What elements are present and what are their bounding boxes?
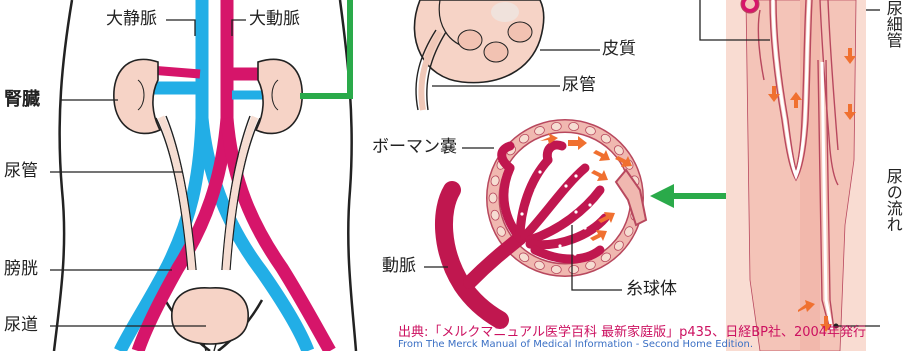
right-kidney (256, 59, 302, 133)
urethra-label: 尿道 (4, 317, 38, 334)
source-citation: 出典:「メルクマニュアル医学百科 最新家庭版」p435、日経BP社、2004年発… (398, 321, 866, 340)
capillary-dot (534, 188, 537, 191)
aorta-label: 大動脈 (249, 11, 300, 28)
capillary-dot (573, 252, 576, 255)
capillary-dot (518, 158, 521, 161)
capillary-dot (510, 198, 513, 201)
capillary-dot (528, 218, 531, 221)
capillary-dot (554, 166, 557, 169)
capillary-dot (588, 203, 591, 206)
capillary-dot (574, 210, 577, 213)
nephron-block (700, 0, 880, 351)
capillary-dot (520, 212, 523, 215)
left-kidney (114, 59, 160, 133)
capillary-dot (558, 208, 561, 211)
urine-flow-label: 尿の流れ (884, 168, 901, 232)
bladder (172, 288, 248, 351)
glomerulus-diagram (424, 122, 646, 320)
capillary-dot (558, 244, 561, 247)
artery-label: 動脈 (382, 258, 416, 275)
ureter-mid-label: 尿管 (562, 77, 596, 94)
bladder-label: 膀胱 (4, 261, 38, 278)
capillary-dot (538, 170, 541, 173)
tubule-label: 尿細管 (884, 0, 901, 48)
capillary-dot (574, 174, 577, 177)
capillary-dot (583, 226, 586, 229)
source-citation-english: From The Merck Manual of Medical Informa… (398, 339, 753, 350)
capillary-dot (514, 178, 517, 181)
capillary-dot (584, 190, 587, 193)
cortex-label: 皮質 (602, 41, 636, 58)
bowman-capsule-label: ボーマン嚢 (372, 139, 457, 156)
kidney-label: 腎臓 (4, 91, 40, 109)
capsule-cell (489, 193, 497, 203)
capillary-dot (568, 226, 571, 229)
vena-cava-label: 大静脈 (106, 11, 157, 28)
capillary-dot (564, 184, 567, 187)
capillary-dot (546, 174, 549, 177)
ureter-label: 尿管 (4, 163, 38, 180)
glomerulus-label: 糸球体 (626, 281, 677, 298)
